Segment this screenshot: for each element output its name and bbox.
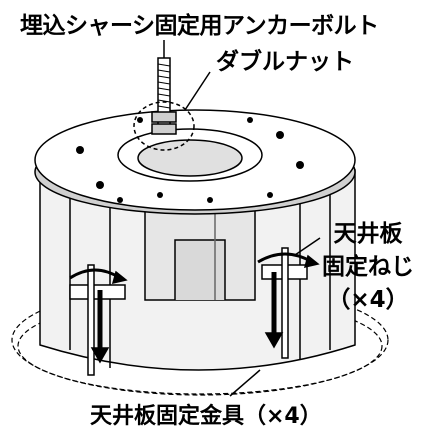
anchor-bolt-label: 埋込シャーシ固定用アンカーボルト <box>20 13 379 39</box>
ceiling-screw-label-line1: 天井板 <box>333 221 403 247</box>
left-bracket <box>69 264 128 376</box>
ceiling-screw-label-line3: （×4） <box>327 287 409 313</box>
mounting-plate <box>34 109 356 215</box>
right-bracket <box>257 247 320 359</box>
ceiling-screw-label-line2: 固定ねじ <box>322 254 414 280</box>
ceiling-screw-label: 天井板 固定ねじ （×4） <box>322 218 414 317</box>
double-nut <box>133 101 195 151</box>
ceiling-bracket-label: 天井板固定金具（×4） <box>90 404 322 429</box>
double-nut-label: ダブルナット <box>216 49 354 75</box>
leader-lines <box>163 40 321 397</box>
